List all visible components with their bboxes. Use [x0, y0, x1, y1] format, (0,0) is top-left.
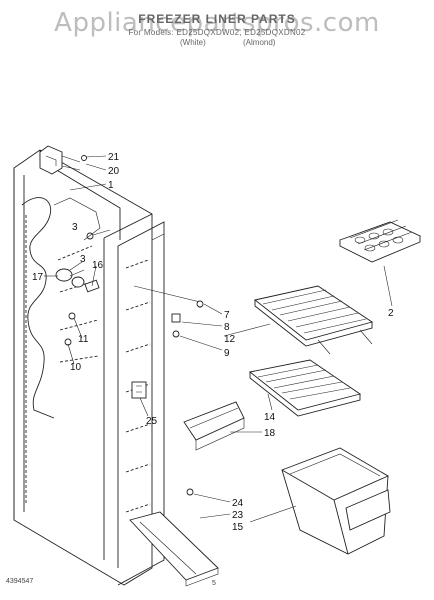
- ice-tray: [338, 219, 422, 263]
- bottom-slide: [129, 488, 219, 587]
- callout-23: 23: [232, 510, 244, 521]
- leader-lines: [44, 155, 393, 523]
- callout-25: 25: [146, 416, 158, 427]
- color-almond-label: (Almond): [243, 38, 276, 47]
- callout-11: 11: [78, 334, 89, 345]
- document-part-number: 4394547: [6, 578, 34, 585]
- callout-17: 17: [32, 272, 44, 283]
- callout-7: 7: [224, 310, 230, 321]
- callout-16: 16: [92, 260, 104, 271]
- callout-12: 12: [224, 334, 236, 345]
- callout-3-lower: 3: [80, 254, 86, 265]
- callout-8: 8: [224, 322, 230, 333]
- callout-2: 2: [388, 308, 394, 319]
- callout-24: 24: [232, 498, 244, 509]
- callout-3-upper: 3: [72, 222, 78, 233]
- watermark: Appliancepartspros.com: [54, 8, 380, 38]
- callout-1: 1: [108, 180, 114, 191]
- lower-wire-shelf: [248, 359, 362, 417]
- callout-9: 9: [224, 348, 230, 359]
- diagram-title: FREEZER LINER PARTS: [138, 12, 296, 26]
- callout-15: 15: [232, 522, 244, 533]
- callout-labels: 21 20 1 3 3 16 17 11 10 7 8 12 9 2 14 18…: [32, 152, 394, 533]
- callout-14: 14: [264, 412, 276, 423]
- cover-18: [183, 401, 245, 451]
- callout-10: 10: [70, 362, 82, 373]
- callout-21: 21: [108, 152, 120, 163]
- page-number: 5: [212, 580, 216, 587]
- callout-18: 18: [264, 428, 276, 439]
- color-white-label: (White): [180, 38, 206, 47]
- shelf-support-parts: [133, 285, 204, 338]
- upper-wire-shelf: [253, 285, 374, 355]
- freezer-liner: [13, 149, 165, 586]
- ice-bin: [280, 447, 391, 555]
- bracket-25: [131, 381, 147, 399]
- top-clip-part: [39, 145, 87, 175]
- model-numbers: For Models: ED25DQXDW02, ED25DQXDN02: [128, 28, 306, 37]
- callout-20: 20: [108, 166, 120, 177]
- light-assembly: [55, 229, 111, 346]
